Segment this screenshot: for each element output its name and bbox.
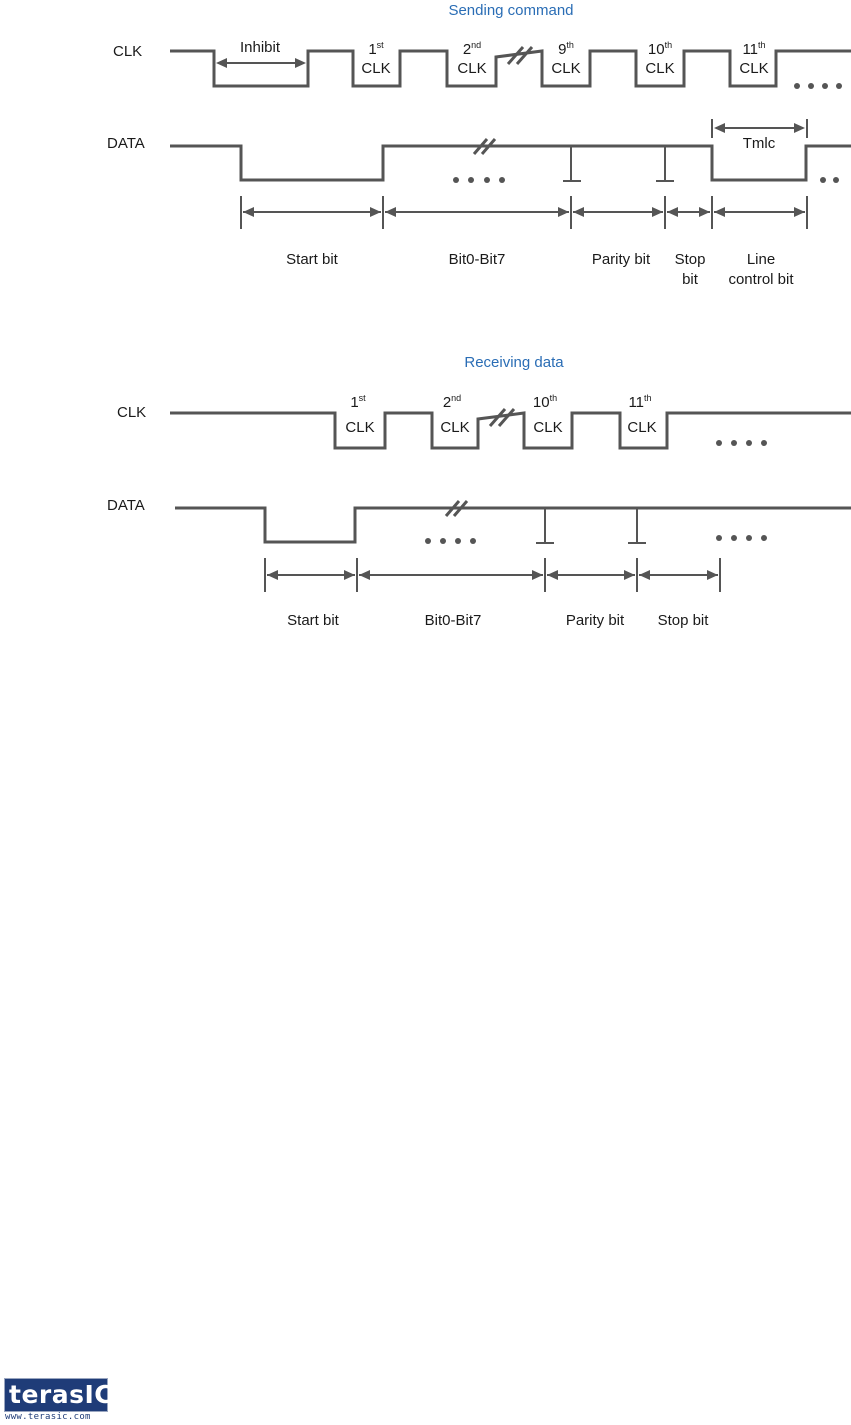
sending-stop-label-line1: Stop xyxy=(675,251,706,268)
tmlc-label: Tmlc xyxy=(743,135,776,152)
sending-stop-label-line2: bit xyxy=(682,271,699,288)
receiving-segment-arrows xyxy=(264,558,721,592)
sending-clock-labels: 1st CLK 2nd CLK 9th CLK 10th CLK 11th CL… xyxy=(361,40,768,77)
sending-clk-9-label: 9th xyxy=(558,40,574,58)
sending-clk-waveform xyxy=(170,49,851,88)
sending-clk-break-right xyxy=(515,46,534,65)
sending-data-break-left xyxy=(472,138,489,155)
receiving-clock-labels: 1st CLK 2nd CLK 10th CLK 11th CLK xyxy=(345,393,656,436)
receiving-clk-label: CLK xyxy=(117,404,146,421)
sending-data-dots xyxy=(453,177,839,183)
receiving-data-waveform xyxy=(175,506,851,544)
sending-clk-2-label: 2nd xyxy=(463,40,481,58)
sending-clk-11-word: CLK xyxy=(739,60,768,77)
sending-clk-1-label: 1st xyxy=(368,40,384,58)
inhibit-arrow xyxy=(216,58,306,68)
sending-segment-arrows xyxy=(240,196,808,229)
tmlc-arrow xyxy=(711,119,808,138)
receiving-parity-bit-label: Parity bit xyxy=(566,612,625,629)
receiving-clk-1-word: CLK xyxy=(345,419,374,436)
sending-data-ticks xyxy=(563,146,674,182)
receiving-clk-11-label: 11th xyxy=(628,393,651,411)
receiving-stop-bit-label: Stop bit xyxy=(658,612,710,629)
sending-clk-11-label: 11th xyxy=(742,40,765,58)
sending-clk-9-word: CLK xyxy=(551,60,580,77)
logo-url: www.terasic.com xyxy=(5,1412,91,1422)
sending-start-bit-label: Start bit xyxy=(286,251,339,268)
inhibit-label: Inhibit xyxy=(240,39,281,56)
sending-title: Sending command xyxy=(448,2,573,19)
receiving-data-dots xyxy=(425,535,767,544)
sending-clk-10-word: CLK xyxy=(645,60,674,77)
sending-data-label: DATA xyxy=(107,135,145,152)
sending-clk-1-word: CLK xyxy=(361,60,390,77)
receiving-clk-2-word: CLK xyxy=(440,419,469,436)
sending-data-bits-label: Bit0-Bit7 xyxy=(449,251,506,268)
receiving-clk-11-word: CLK xyxy=(627,419,656,436)
receiving-data-ticks xyxy=(536,508,646,544)
receiving-data-break-left xyxy=(444,500,461,517)
terasic-logo: terasIC www.terasic.com xyxy=(4,1378,113,1423)
receiving-clk-waveform xyxy=(170,411,851,450)
sending-line-control-label-line1: Line xyxy=(747,251,775,268)
sending-line-control-label-line2: control bit xyxy=(728,271,794,288)
sending-clk-break-left xyxy=(506,46,525,65)
receiving-title: Receiving data xyxy=(464,354,564,371)
logo-badge: terasIC xyxy=(4,1378,113,1412)
sending-clk-10-label: 10th xyxy=(648,40,672,58)
receiving-data-section: Receiving data CLK DATA 1st CLK 2nd CLK … xyxy=(107,354,851,629)
receiving-clk-2-label: 2nd xyxy=(443,393,461,411)
sending-data-break-right xyxy=(480,138,497,155)
sending-data-waveform xyxy=(170,144,851,182)
receiving-data-break-right xyxy=(452,500,469,517)
receiving-clk-break-left xyxy=(488,408,507,427)
receiving-clk-10-word: CLK xyxy=(533,419,562,436)
sending-command-section: Sending command CLK DATA Inhibit 1st CLK… xyxy=(107,2,851,288)
sending-clk-continuation-dots xyxy=(794,83,842,89)
sending-clk-label: CLK xyxy=(113,43,142,60)
receiving-data-label: DATA xyxy=(107,497,145,514)
receiving-start-bit-label: Start bit xyxy=(287,612,340,629)
logo-brand: terasIC xyxy=(9,1380,114,1409)
receiving-clk-1-label: 1st xyxy=(350,393,366,411)
receiving-clk-continuation-dots xyxy=(716,440,767,446)
receiving-clk-10-label: 10th xyxy=(533,393,557,411)
sending-parity-bit-label: Parity bit xyxy=(592,251,651,268)
receiving-data-bits-label: Bit0-Bit7 xyxy=(425,612,482,629)
receiving-clk-break-right xyxy=(497,408,516,427)
sending-clk-2-word: CLK xyxy=(457,60,486,77)
